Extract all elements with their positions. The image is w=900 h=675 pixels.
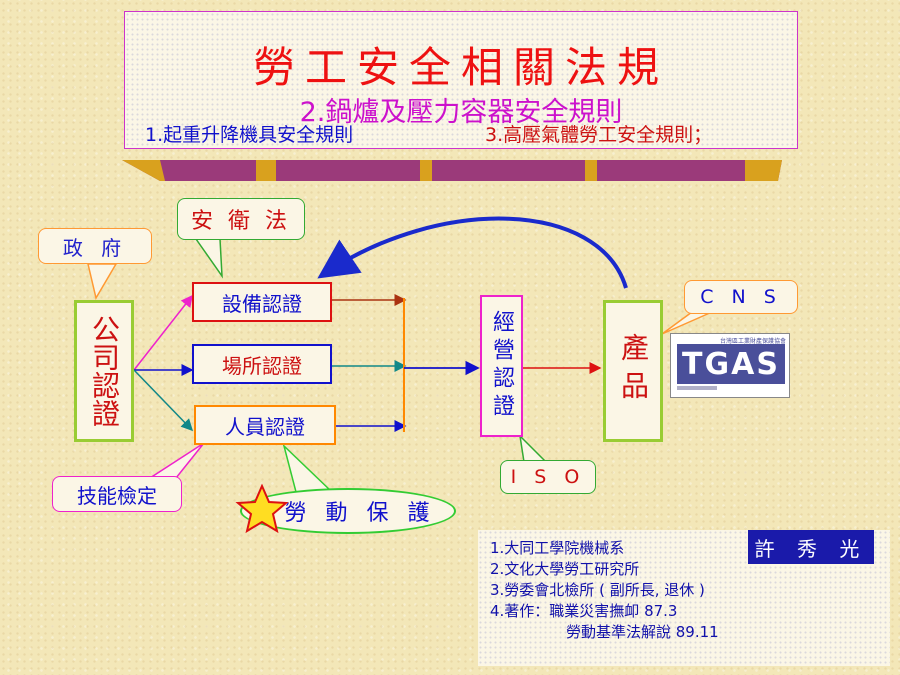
title-box: 勞工安全相關法規 2.鍋爐及壓力容器安全規則 1.起重升降機具安全規則 3.高壓… [124, 11, 798, 149]
main-title: 勞工安全相關法規 [252, 43, 669, 92]
personnel-cert-box: 人員認證 [194, 405, 336, 445]
author-line-4: 4.著作：職業災害撫卹 87.3 [490, 602, 678, 620]
iso-callout: I S O [500, 460, 596, 494]
author-info-box: 1.大同工學院機械系 2.文化大學勞工研究所 3.勞委會北檢所 ( 副所長, 退… [478, 530, 890, 666]
government-callout-tail [87, 263, 118, 300]
tgas-logo-wordmark: TGAS [677, 344, 785, 384]
equipment-cert-box: 設備認證 [192, 282, 332, 322]
author-line-2: 2.文化大學勞工研究所 [490, 560, 640, 578]
tgas-logo-caption: 台灣區工業財產保護協會 [719, 338, 786, 345]
skill-callout-tail [147, 442, 205, 479]
skill-test-callout: 技能檢定 [52, 476, 182, 512]
management-cert-box: 經營認證 [480, 295, 523, 437]
sub-title: 2.鍋爐及壓力容器安全規則 [299, 97, 623, 128]
iso-callout-tail [518, 433, 548, 463]
tgas-logo-stripe [677, 386, 717, 390]
author-line-5: 勞動基準法解說 89.11 [566, 623, 719, 641]
author-name-badge: 許 秀 光 [748, 530, 874, 564]
tgas-logo: 台灣區工業財產保護協會 TGAS [670, 333, 790, 398]
company-cert-box: 公司認證 [74, 300, 134, 442]
rule-3-label: 3.高壓氣體勞工安全規則； [485, 124, 713, 146]
rule-1-label: 1.起重升降機具安全規則 [145, 124, 354, 146]
decorative-band [122, 160, 782, 181]
product-box: 產品 [603, 300, 663, 442]
cns-callout-tail [661, 311, 713, 335]
cns-callout: C N S [684, 280, 798, 314]
site-cert-box: 場所認證 [192, 344, 332, 384]
labor-callout-tail [282, 443, 334, 493]
safety-law-callout: 安 衛 法 [177, 198, 305, 240]
author-line-3: 3.勞委會北檢所 ( 副所長, 退休 ) [490, 581, 705, 599]
labor-protection-callout: 勞 動 保 護 [240, 488, 456, 534]
government-callout: 政 府 [38, 228, 152, 264]
author-line-1: 1.大同工學院機械系 [490, 539, 625, 557]
safety-law-callout-tail [194, 238, 223, 279]
